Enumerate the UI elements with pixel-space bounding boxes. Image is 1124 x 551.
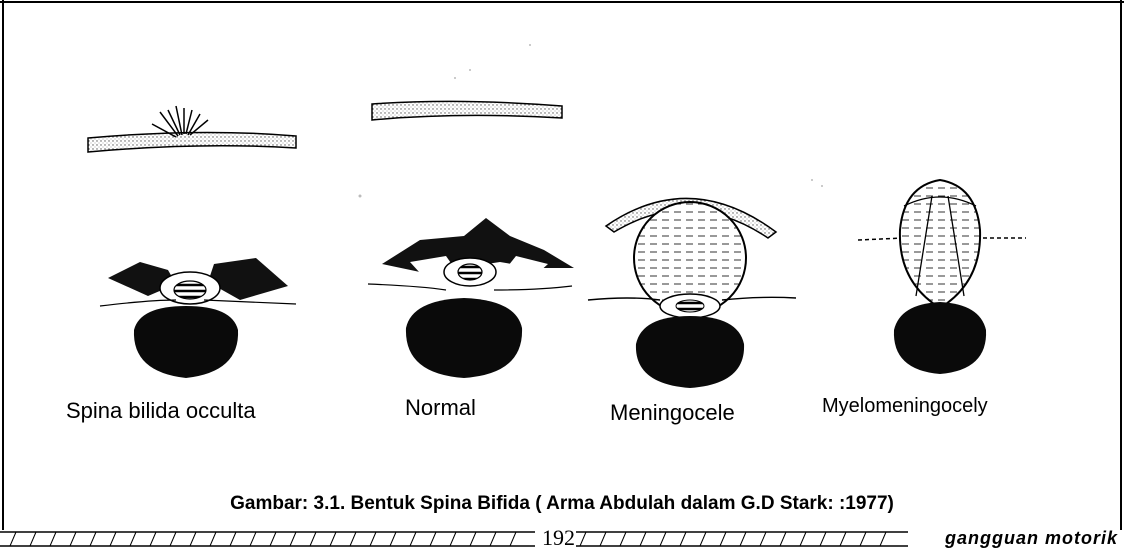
scan-noise	[359, 44, 824, 198]
figure-caption: Gambar: 3.1. Bentuk Spina Bifida ( Arma …	[0, 493, 1124, 515]
label-myelomeningocele: Myelomeningocely	[822, 395, 988, 418]
page-number: 192	[542, 525, 575, 551]
spina-bifida-occulta-diagram	[88, 106, 296, 378]
myelomeningocele-diagram	[858, 180, 1026, 374]
label-spina-bifida-occulta: Spina bilida occulta	[66, 398, 256, 424]
normal-diagram	[368, 101, 574, 378]
label-normal: Normal	[405, 395, 476, 421]
label-meningocele: Meningocele	[610, 400, 735, 426]
footer-running-text: gangguan motorik	[945, 528, 1118, 549]
meningocele-diagram	[588, 198, 796, 388]
